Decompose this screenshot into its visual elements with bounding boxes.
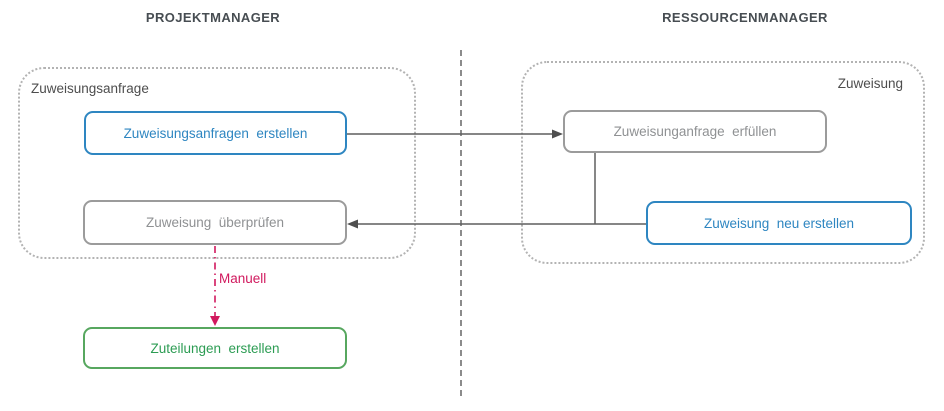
node-create-assignment-requests: Zuweisungsanfragen erstellen <box>84 111 347 155</box>
container-label-zuweisung: Zuweisung <box>837 76 903 91</box>
arrowhead-into-allocations <box>210 316 220 326</box>
container-label-zuweisungsanfrage: Zuweisungsanfrage <box>31 81 149 96</box>
manual-edge-label: Manuell <box>219 271 267 286</box>
node-create-allocations: Zuteilungen erstellen <box>83 327 347 369</box>
node-review-assignment: Zuweisung überprüfen <box>83 200 347 245</box>
container-zuweisung: Zuweisung <box>521 61 925 264</box>
lane-title-ressourcenmanager: RESSOURCENMANAGER <box>662 10 828 25</box>
container-zuweisungsanfrage: Zuweisungsanfrage <box>18 67 416 259</box>
lane-title-projektmanager: PROJEKTMANAGER <box>145 10 281 25</box>
node-fulfill-assignment-request: Zuweisunganfrage erfüllen <box>563 110 827 153</box>
node-create-new-assignment: Zuweisung neu erstellen <box>646 201 912 245</box>
